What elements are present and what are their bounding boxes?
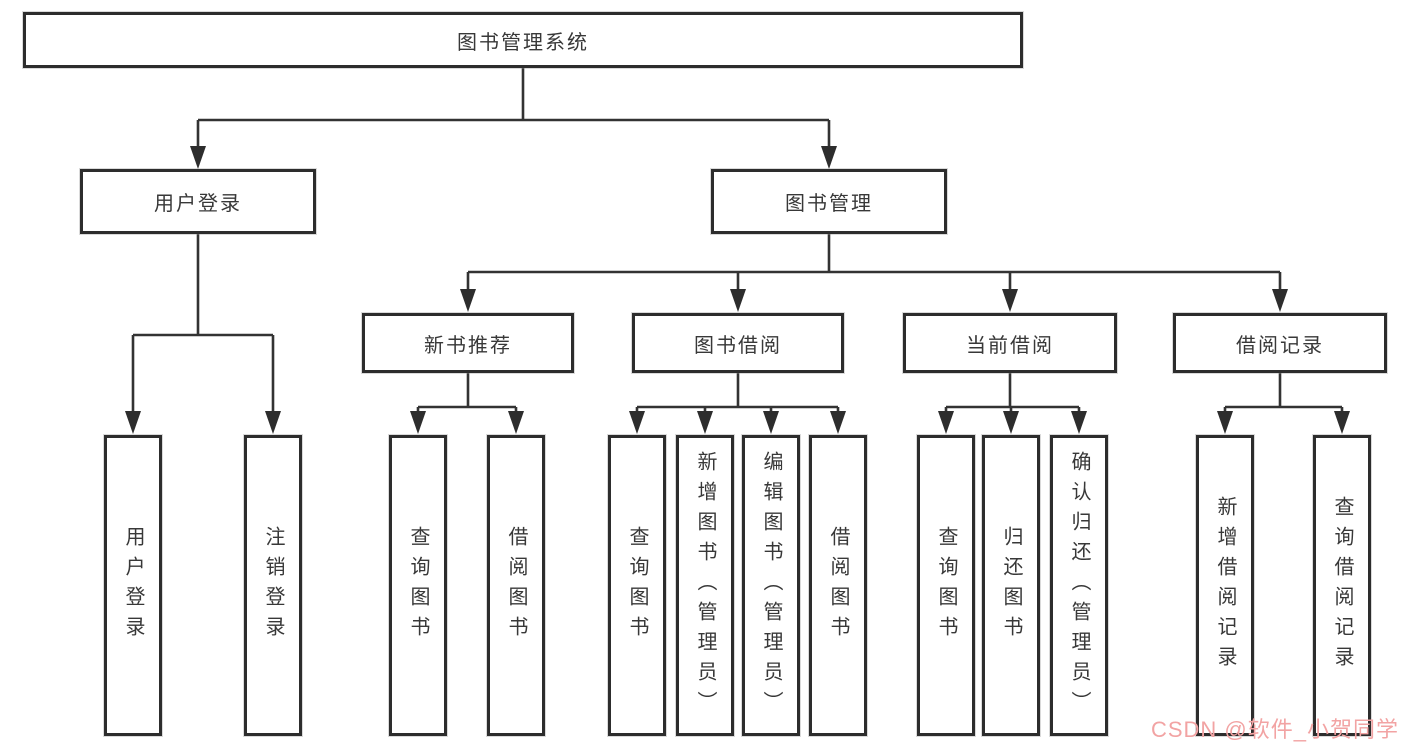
node-current-borrow-label: 当前借阅 <box>966 334 1054 357</box>
leaf-query-borrow-record: 查询借阅记录 <box>1313 435 1371 736</box>
leaf-logout-label: 注销登录 <box>262 525 284 646</box>
leaf-borrow-query-books-label: 查询图书 <box>626 525 648 646</box>
leaf-current-query-books: 查询图书 <box>917 435 975 736</box>
leaf-recommend-query-books-label: 查询图书 <box>407 525 429 646</box>
leaf-query-borrow-record-label: 查询借阅记录 <box>1331 495 1353 676</box>
leaf-confirm-return-admin: 确认归还（管理员） <box>1050 435 1108 736</box>
node-user-login-label: 用户登录 <box>154 193 242 215</box>
leaf-return-books: 归还图书 <box>982 435 1040 736</box>
node-new-book-recommend-label: 新书推荐 <box>424 334 512 357</box>
leaf-user-login-label: 用户登录 <box>122 525 144 646</box>
node-root-label: 图书管理系统 <box>457 31 589 54</box>
node-user-login: 用户登录 <box>80 169 316 234</box>
leaf-edit-books-admin: 编辑图书（管理员） <box>742 435 800 736</box>
leaf-current-query-books-label: 查询图书 <box>935 525 957 646</box>
leaf-recommend-borrow-books: 借阅图书 <box>487 435 545 736</box>
leaf-add-borrow-record-label: 新增借阅记录 <box>1214 495 1236 676</box>
leaf-return-books-label: 归还图书 <box>1000 525 1022 646</box>
node-book-management-label: 图书管理 <box>785 193 873 215</box>
node-root: 图书管理系统 <box>23 12 1023 68</box>
leaf-edit-books-admin-label: 编辑图书（管理员） <box>760 450 782 721</box>
leaf-recommend-query-books: 查询图书 <box>389 435 447 736</box>
node-current-borrow: 当前借阅 <box>903 313 1117 373</box>
leaf-add-books-admin: 新增图书（管理员） <box>676 435 734 736</box>
leaf-recommend-borrow-books-label: 借阅图书 <box>505 525 527 646</box>
leaf-borrow-books-label: 借阅图书 <box>827 525 849 646</box>
leaf-add-books-admin-label: 新增图书（管理员） <box>694 450 716 721</box>
leaf-confirm-return-admin-label: 确认归还（管理员） <box>1068 450 1090 721</box>
node-borrow-records: 借阅记录 <box>1173 313 1387 373</box>
csdn-watermark: CSDN @软件_小贺同学 <box>1150 717 1399 742</box>
node-book-borrow: 图书借阅 <box>632 313 844 373</box>
leaf-borrow-books: 借阅图书 <box>809 435 867 736</box>
leaf-borrow-query-books: 查询图书 <box>608 435 666 736</box>
node-new-book-recommend: 新书推荐 <box>362 313 574 373</box>
node-borrow-records-label: 借阅记录 <box>1236 334 1324 357</box>
node-book-management: 图书管理 <box>711 169 947 234</box>
leaf-user-login: 用户登录 <box>104 435 162 736</box>
leaf-logout: 注销登录 <box>244 435 302 736</box>
leaf-add-borrow-record: 新增借阅记录 <box>1196 435 1254 736</box>
node-book-borrow-label: 图书借阅 <box>694 334 782 357</box>
